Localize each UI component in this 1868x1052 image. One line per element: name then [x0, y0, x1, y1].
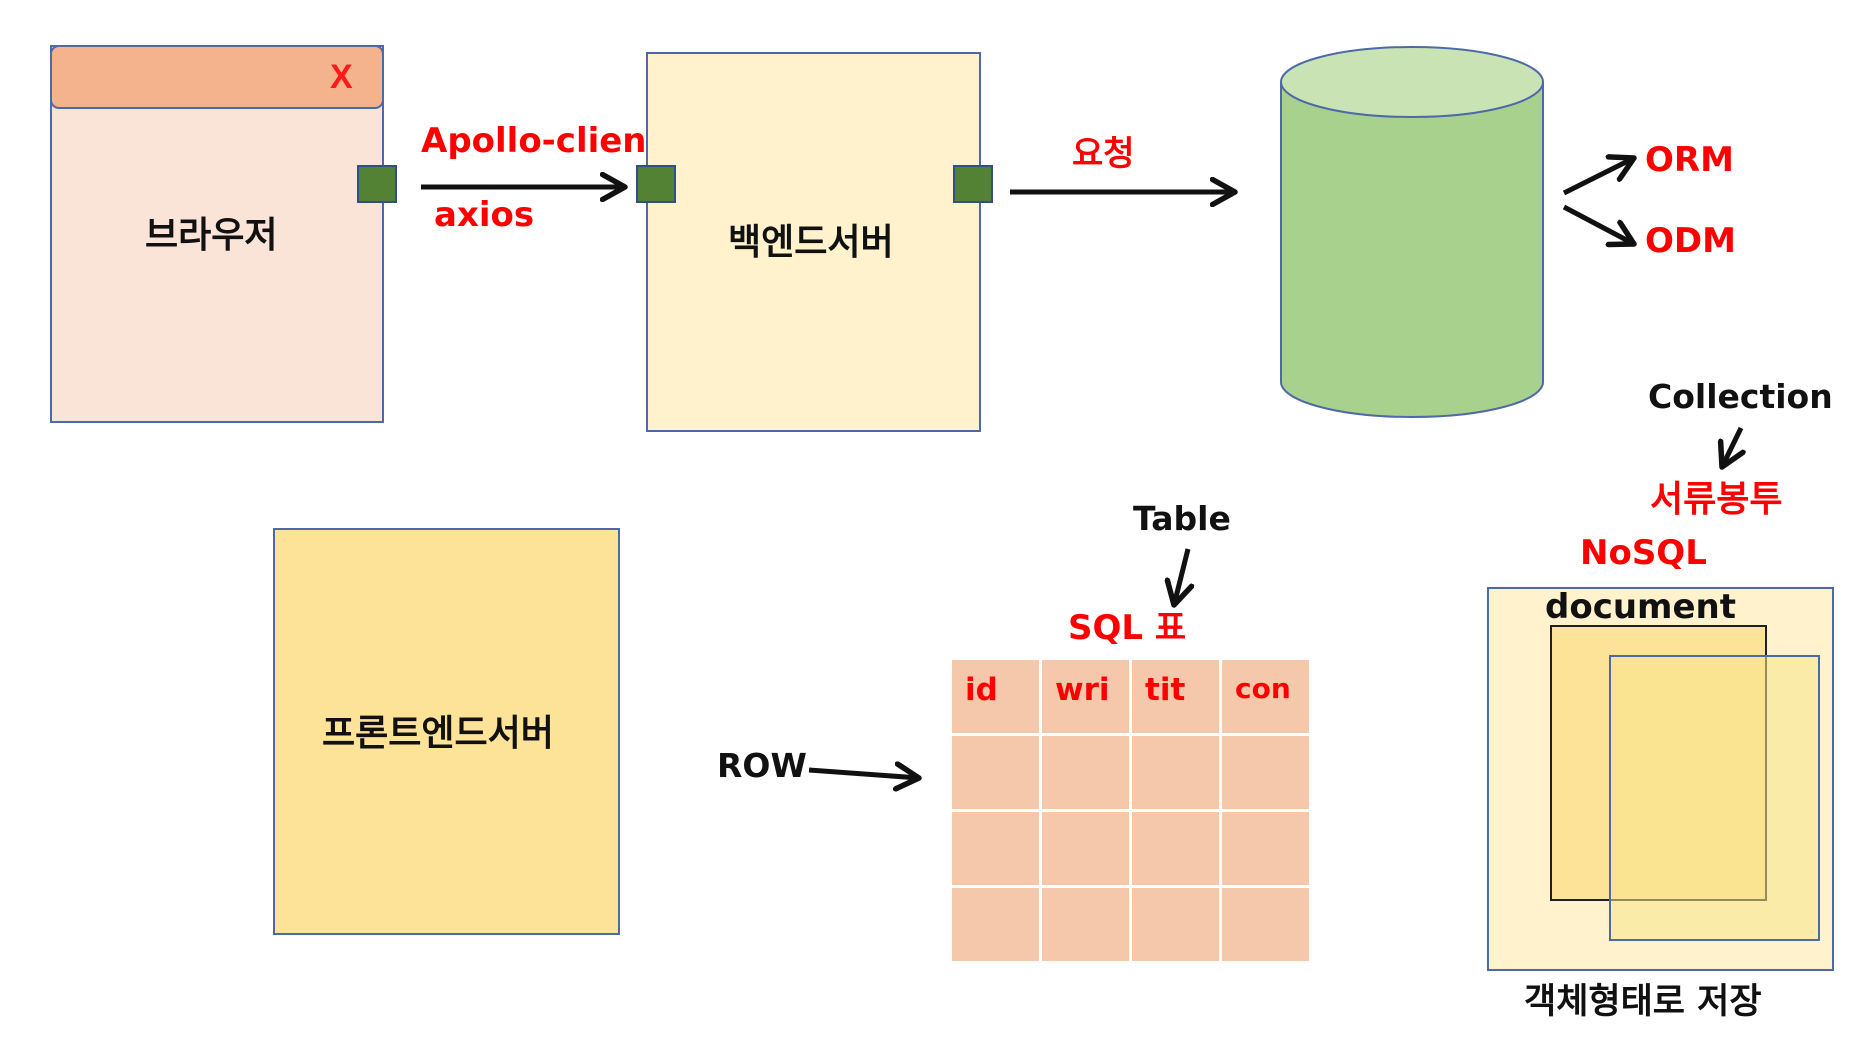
- frontend-server-box: [273, 528, 620, 935]
- storage-caption: 객체형태로 저장: [1524, 982, 1762, 1022]
- arrow-table-note: [1174, 548, 1188, 605]
- table-cell: [1132, 812, 1219, 885]
- arrow-db-to-orm: [1562, 158, 1634, 196]
- arrow-row-to-table: [808, 770, 919, 778]
- column-header-id: id: [952, 660, 1039, 733]
- table-cell: [1042, 888, 1129, 961]
- arrow-db-to-odm: [1562, 204, 1634, 244]
- table-note: Table: [1133, 499, 1231, 538]
- table-cell: [1132, 736, 1219, 809]
- column-header-tit: tit: [1132, 660, 1219, 733]
- table-cell: [952, 812, 1039, 885]
- table-cell: [1042, 736, 1129, 809]
- document-label: document: [1545, 587, 1737, 627]
- arrow-collection-note: [1722, 426, 1741, 467]
- browser-close-mark: X: [330, 58, 353, 96]
- browser-port: [357, 165, 397, 203]
- column-header-wri: wri: [1042, 660, 1129, 733]
- table-cell: [1222, 888, 1309, 961]
- axios-label: axios: [434, 195, 535, 235]
- table-cell: [1042, 812, 1129, 885]
- browser-titlebar: [50, 45, 384, 109]
- nosql-title: NoSQL: [1580, 533, 1707, 573]
- column-header-con: con: [1222, 660, 1309, 733]
- table-cell: [1222, 812, 1309, 885]
- apollo-client-label: Apollo-client: [421, 121, 663, 161]
- backend-server-box: [646, 52, 981, 432]
- sql-table: id wri tit con: [952, 660, 1310, 970]
- orm-label: ORM: [1645, 140, 1734, 180]
- odm-label: ODM: [1645, 221, 1736, 261]
- frontend-server-label: 프론트엔드서버: [322, 713, 554, 754]
- browser-label: 브라우저: [145, 215, 278, 256]
- collection-note: Collection: [1648, 377, 1833, 416]
- table-cell: [1222, 736, 1309, 809]
- table-cell: [952, 888, 1039, 961]
- db-label: DB: [1378, 230, 1433, 270]
- sql-title: SQL 표: [1068, 608, 1187, 648]
- backend-server-label: 백엔드서버: [728, 222, 894, 263]
- row-label: ROW: [717, 746, 807, 785]
- request-label: 요청: [1072, 134, 1135, 174]
- table-cell: [952, 736, 1039, 809]
- envelope-label: 서류봉투: [1650, 479, 1783, 520]
- backend-out-port: [953, 165, 993, 203]
- backend-in-port: [636, 165, 676, 203]
- table-cell: [1132, 888, 1219, 961]
- document-box-overlap: [1609, 655, 1820, 941]
